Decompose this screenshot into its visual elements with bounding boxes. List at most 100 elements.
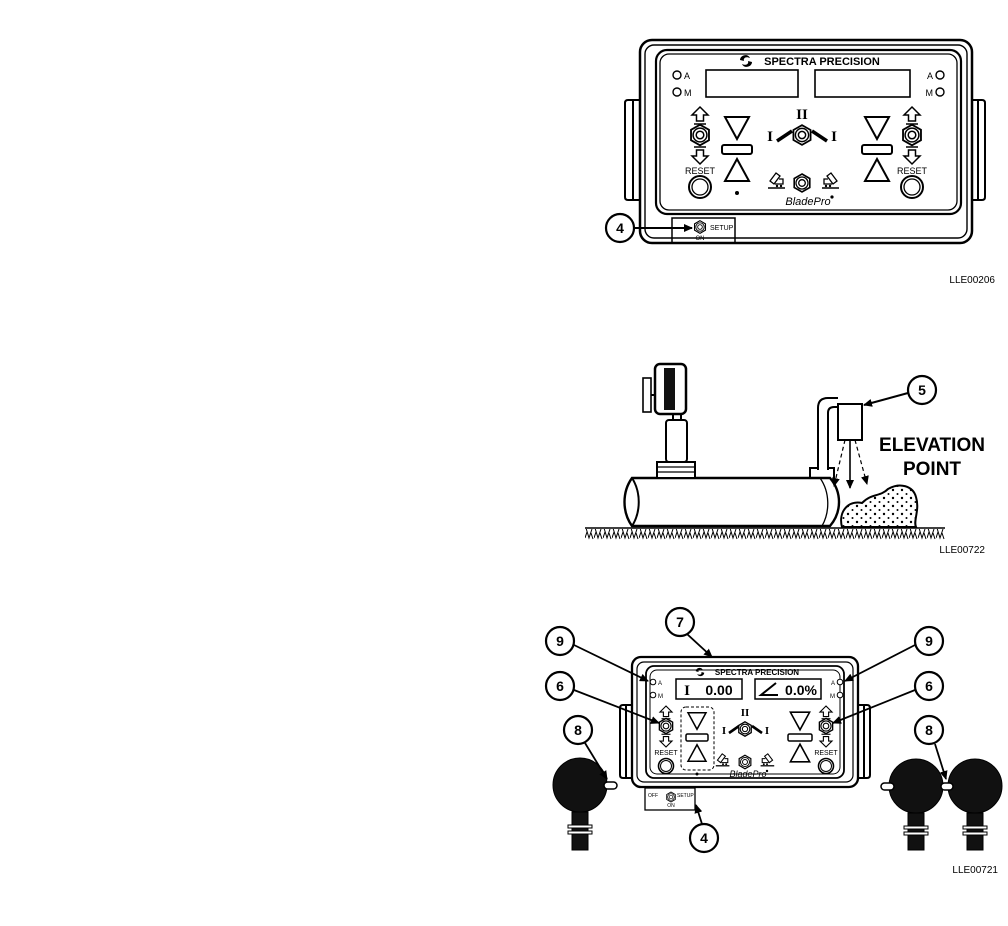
callout-circle — [913, 670, 945, 702]
callout-9-right: 9 — [844, 625, 945, 682]
blade — [623, 476, 841, 528]
callout-leader — [573, 644, 649, 682]
product-dot — [830, 195, 834, 199]
sensor-beam-dashed — [831, 439, 846, 487]
right-mount-tab — [972, 99, 986, 201]
blade-hex-knob-icon — [738, 754, 752, 770]
reset-button-right — [817, 757, 835, 775]
reset-label-left: RESET — [654, 750, 678, 757]
left-grade-indicator — [721, 116, 753, 195]
right-led-group: A M — [830, 678, 844, 700]
up-triangle-icon — [687, 744, 707, 762]
housing-outer — [630, 655, 860, 789]
callout-number: 4 — [700, 830, 708, 846]
right-led-group: A M — [926, 70, 945, 98]
callout-leader — [584, 742, 608, 780]
callout-circle — [906, 374, 938, 406]
left-mount-tab — [619, 704, 632, 779]
brand-label: SPECTRA PRECISION — [715, 668, 799, 677]
callout-circle — [664, 606, 696, 638]
ground-hatch — [585, 529, 945, 540]
switch-plate — [671, 217, 736, 244]
figure-id: LLE00722 — [939, 545, 985, 556]
auto-led-right-label: A — [831, 681, 835, 687]
right-mode-slash-icon — [811, 129, 828, 143]
down-arrow-icon — [819, 733, 833, 748]
right-grade-indicator — [861, 116, 893, 182]
up-arrow-icon — [903, 106, 921, 125]
reset-button-left-ring — [691, 178, 709, 196]
down-arrow-icon — [659, 733, 673, 748]
right-mode-symbol: I — [765, 725, 769, 737]
power-switch: SETUP ON — [671, 217, 736, 244]
auto-led-left-label: A — [658, 681, 662, 687]
figure-2-elevation-diagram: 5 ELEVATION POINT LLE00722 — [585, 362, 985, 556]
brand-label: SPECTRA PRECISION — [764, 56, 880, 68]
indicator-dot — [735, 191, 739, 195]
joystick-band — [962, 825, 988, 830]
elevation-symbol: I — [684, 683, 690, 699]
auto-led-left-icon — [649, 678, 657, 686]
elevation-label-line1: ELEVATION — [879, 435, 985, 456]
blade-left-icon — [767, 172, 786, 189]
right-adjust-column: RESET — [814, 705, 838, 775]
up-triangle-icon — [864, 158, 890, 182]
slope-angle-icon — [758, 682, 778, 696]
front-panel-inner — [659, 53, 958, 211]
callout-leader — [686, 633, 713, 658]
left-led-group: A M — [672, 70, 692, 98]
joystick-band — [903, 825, 929, 830]
mode-selector: II I I — [722, 707, 769, 737]
front-panel — [645, 665, 845, 779]
manual-led-left-label: M — [684, 88, 692, 98]
down-arrow-icon — [691, 146, 709, 165]
blade-right-icon — [759, 753, 775, 767]
callout-leader — [694, 804, 703, 825]
callout-8-right: 8 — [913, 714, 948, 780]
callout-circle — [562, 714, 594, 746]
figure-1-control-box: SPECTRA PRECISION A M A M RESET — [604, 38, 995, 286]
receiver-bracket — [642, 377, 652, 413]
hex-knob-icon — [818, 717, 834, 735]
reset-button-right — [900, 175, 924, 199]
blade-hex-knob-icon — [793, 173, 811, 193]
highlight-dashed-box — [680, 706, 715, 771]
blade-end-curve — [631, 477, 640, 527]
auto-led-right-icon — [836, 678, 844, 686]
on-grade-bar — [721, 144, 753, 155]
slope-value: 0.0% — [785, 682, 817, 698]
elevation-sensor — [809, 397, 869, 489]
left-display — [705, 69, 799, 98]
right-mount-tab — [858, 704, 871, 779]
product-label: BladePro — [785, 196, 830, 208]
hex-knob-icon — [690, 123, 710, 147]
switch-setup-label: SETUP — [710, 225, 734, 232]
sensor-pipe — [817, 397, 838, 470]
switch-on-label: ON — [667, 803, 675, 809]
callout-leader — [844, 644, 916, 682]
callout-4-bottom: 4 — [688, 804, 720, 854]
callout-circle — [688, 822, 720, 854]
right-adjust-column: RESET — [897, 106, 928, 199]
reset-button-left-ring — [660, 760, 672, 772]
manual-led-right-icon — [935, 87, 945, 97]
left-grade-indicator — [680, 706, 715, 776]
sensor-beam-dashed — [854, 439, 869, 485]
reset-button-right-ring — [903, 178, 921, 196]
callout-circle — [604, 212, 636, 244]
up-arrow-icon — [691, 106, 709, 125]
callout-number: 4 — [616, 220, 624, 236]
callout-number: 8 — [925, 722, 933, 738]
joystick-trigger — [603, 781, 618, 790]
joystick-trigger — [940, 782, 954, 791]
left-mode-slash-icon — [728, 724, 740, 735]
left-mount-tab — [624, 99, 640, 201]
right-display — [814, 69, 911, 98]
left-adjust-column: RESET — [685, 106, 716, 199]
switch-setup-label: SETUP — [677, 793, 694, 799]
left-led-group: A M — [649, 678, 663, 700]
on-grade-bar — [685, 733, 709, 742]
up-arrow-icon — [819, 705, 833, 720]
blade-left-icon — [715, 753, 731, 767]
left-display: I 0.00 — [675, 678, 743, 700]
